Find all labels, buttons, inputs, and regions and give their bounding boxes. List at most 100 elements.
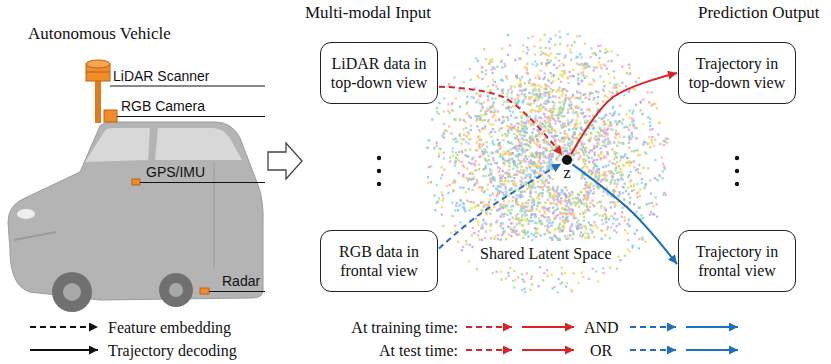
latent-sample — [476, 118, 478, 120]
latent-sample — [536, 167, 538, 169]
latent-sample — [459, 186, 461, 188]
latent-sample — [604, 132, 606, 134]
latent-sample — [495, 271, 497, 273]
latent-sample — [470, 96, 472, 98]
latent-sample — [614, 202, 616, 204]
latent-sample — [560, 112, 562, 114]
latent-sample — [642, 113, 644, 115]
latent-sample — [580, 80, 582, 82]
latent-sample — [549, 219, 551, 221]
latent-sample — [532, 90, 534, 92]
latent-sample — [564, 272, 566, 274]
latent-sample — [580, 191, 582, 193]
latent-sample — [526, 72, 528, 74]
latent-sample — [553, 210, 555, 212]
latent-sample — [538, 161, 540, 163]
latent-sample — [458, 89, 460, 91]
latent-sample — [612, 223, 614, 225]
latent-sample — [451, 103, 453, 105]
latent-sample — [548, 156, 550, 158]
latent-sample — [611, 92, 613, 94]
latent-sample — [568, 123, 570, 125]
latent-sample — [428, 139, 430, 141]
latent-sample — [533, 141, 535, 143]
latent-sample — [540, 133, 542, 135]
latent-sample — [545, 65, 547, 67]
latent-sample — [590, 173, 592, 175]
latent-sample — [470, 78, 472, 80]
latent-sample — [544, 137, 546, 139]
latent-sample — [491, 152, 493, 154]
latent-sample — [588, 237, 590, 239]
latent-sample — [518, 133, 520, 135]
latent-sample — [614, 169, 616, 171]
latent-sample — [546, 59, 548, 61]
latent-sample — [494, 199, 496, 201]
latent-sample — [454, 225, 456, 227]
latent-sample — [486, 107, 488, 109]
latent-sample — [631, 132, 633, 134]
latent-sample — [504, 65, 506, 67]
latent-sample — [490, 237, 492, 239]
latent-sample — [577, 282, 579, 284]
latent-sample — [548, 207, 550, 209]
latent-sample — [590, 133, 592, 135]
latent-sample — [654, 196, 656, 198]
latent-sample — [561, 108, 563, 110]
latent-sample — [522, 237, 524, 239]
latent-sample — [555, 57, 557, 59]
latent-sample — [613, 76, 615, 78]
latent-sample — [467, 112, 469, 114]
latent-sample — [534, 76, 536, 78]
latent-sample — [475, 218, 477, 220]
latent-sample — [476, 268, 478, 270]
latent-sample — [557, 198, 559, 200]
latent-sample — [602, 145, 604, 147]
latent-sample — [559, 36, 561, 38]
latent-sample — [572, 112, 574, 114]
latent-sample — [507, 119, 509, 121]
latent-sample — [650, 192, 652, 194]
latent-sample — [587, 236, 589, 238]
latent-sample — [534, 53, 536, 55]
latent-sample — [520, 191, 522, 193]
latent-sample — [569, 71, 571, 73]
latent-sample — [496, 150, 498, 152]
latent-sample — [629, 124, 631, 126]
latent-sample — [490, 163, 492, 165]
latent-sample — [567, 111, 569, 113]
latent-sample — [452, 110, 454, 112]
latent-sample — [553, 129, 555, 131]
latent-sample — [539, 155, 541, 157]
latent-sample — [529, 146, 531, 148]
latent-sample — [484, 159, 486, 161]
latent-sample — [525, 155, 527, 157]
latent-sample — [556, 198, 558, 200]
latent-sample — [499, 205, 501, 207]
latent-sample — [606, 67, 608, 69]
latent-sample — [551, 239, 553, 241]
latent-sample — [535, 191, 537, 193]
latent-sample — [503, 101, 505, 103]
latent-sample — [606, 96, 608, 98]
latent-sample — [553, 114, 555, 116]
latent-sample — [574, 137, 576, 139]
latent-sample — [588, 151, 590, 153]
latent-sample — [487, 95, 489, 97]
latent-sample — [531, 169, 533, 171]
latent-sample — [547, 199, 549, 201]
latent-sample — [574, 124, 576, 126]
latent-sample — [550, 132, 552, 134]
latent-sample — [614, 229, 616, 231]
latent-sample — [501, 170, 503, 172]
latent-sample — [561, 70, 563, 72]
latent-sample — [592, 168, 594, 170]
latent-sample — [543, 34, 545, 36]
latent-sample — [598, 172, 600, 174]
latent-sample — [516, 170, 518, 172]
latent-sample — [469, 68, 471, 70]
latent-sample — [440, 177, 442, 179]
latent-sample — [450, 132, 452, 134]
latent-sample — [436, 184, 438, 186]
latent-sample — [513, 160, 515, 162]
